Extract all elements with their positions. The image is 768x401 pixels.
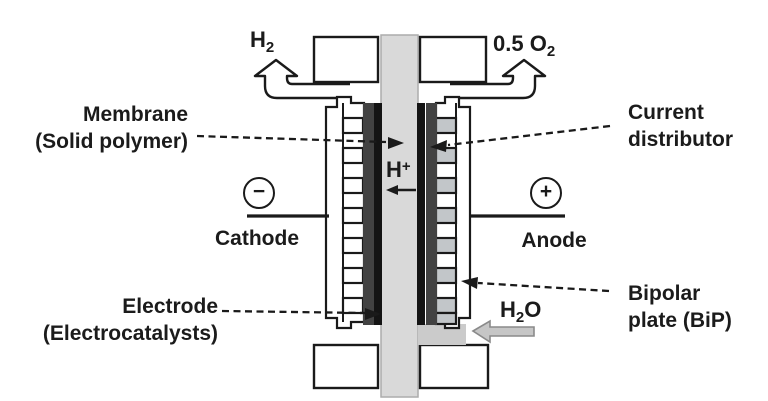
current-distributor-label: Current distributor bbox=[628, 101, 733, 151]
electrode-left bbox=[374, 103, 382, 325]
flow-channel-ribs-right bbox=[434, 116, 458, 326]
cathode-label: Cathode bbox=[215, 227, 299, 250]
membrane-label: Membrane (Solid polymer) bbox=[35, 103, 188, 153]
current-distributor-right bbox=[426, 103, 437, 325]
membrane-leader bbox=[196, 134, 404, 149]
proton-label: H+ bbox=[386, 157, 411, 182]
top-end-plate-right bbox=[418, 35, 488, 84]
bottom-end-plate-left bbox=[312, 343, 380, 390]
negative-terminal: − bbox=[243, 177, 275, 209]
water-feed-arrow bbox=[471, 319, 535, 344]
flow-channel-ribs-left bbox=[341, 116, 365, 315]
top-end-plate-left bbox=[312, 35, 380, 84]
bipolar-plate-label: Bipolar plate (BiP) bbox=[628, 282, 732, 332]
electrode-right bbox=[417, 103, 425, 325]
electrode-leader bbox=[221, 308, 381, 320]
water-inlet-passage bbox=[418, 324, 466, 345]
proton-flow-arrow bbox=[386, 185, 416, 195]
hydrogen-outlet-arrow bbox=[253, 58, 350, 100]
current-distributor-leader bbox=[430, 124, 611, 152]
oxygen-label: 0.5 O2 bbox=[493, 31, 556, 60]
anode-label: Anode bbox=[521, 229, 587, 252]
bottom-end-plate-right bbox=[418, 343, 490, 390]
current-distributor-left bbox=[363, 103, 374, 325]
hydrogen-label: H2 bbox=[250, 27, 275, 56]
bipolar-plate-leader bbox=[461, 277, 610, 293]
electrode-label: Electrode (Electrocatalysts) bbox=[42, 295, 218, 345]
positive-terminal: + bbox=[530, 177, 562, 209]
membrane-column bbox=[380, 34, 419, 398]
water-label: H2O bbox=[500, 297, 542, 326]
oxygen-outlet-arrow bbox=[450, 58, 547, 100]
